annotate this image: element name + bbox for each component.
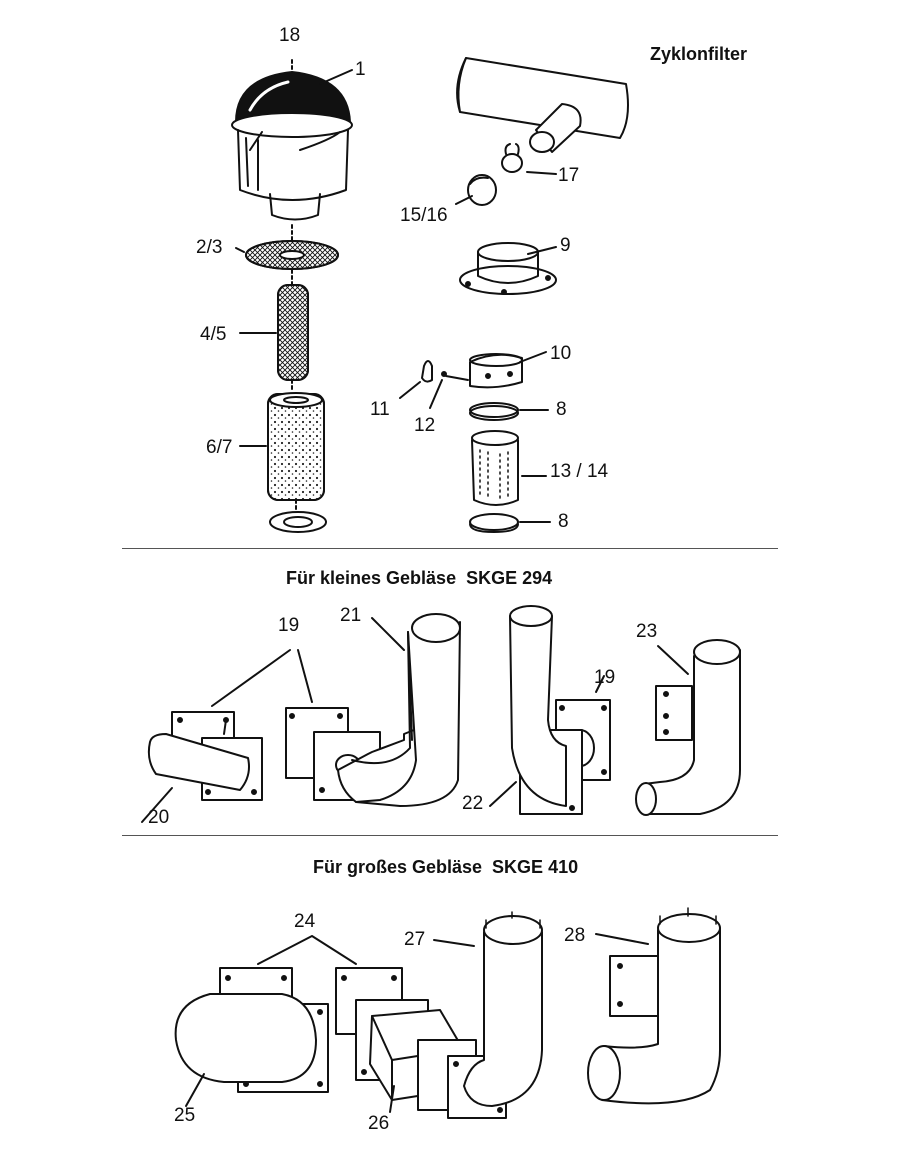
- screw-12: [441, 371, 469, 381]
- filter-screen: [245, 240, 339, 270]
- label-part-12: 12: [414, 415, 436, 436]
- label-part-11: 11: [370, 399, 390, 420]
- clamp-17: [501, 143, 523, 173]
- divider-bottom: [122, 835, 778, 836]
- pipe-stub: [529, 103, 582, 153]
- label-part-25: 25: [174, 1105, 196, 1126]
- label-part-13-14: 13 / 14: [550, 461, 609, 482]
- label-part-28: 28: [564, 925, 586, 946]
- flange-9: [459, 242, 557, 295]
- leader-26: [389, 1085, 395, 1113]
- label-part-8a: 8: [556, 399, 567, 420]
- plug-15-16: [467, 174, 497, 206]
- ring-8b: [469, 513, 519, 533]
- leader-20: [141, 787, 173, 823]
- leader-21: [371, 617, 405, 651]
- leader-2-3: [235, 247, 245, 253]
- main-pipe: [456, 57, 629, 139]
- adapter-25: [174, 967, 329, 1093]
- label-part-26: 26: [368, 1113, 390, 1134]
- leader-19a: [211, 649, 313, 707]
- diagram-title: Zyklonfilter: [650, 44, 748, 64]
- label-part-6-7: 6/7: [206, 437, 233, 458]
- leader-1: [319, 69, 353, 85]
- label-part-24: 24: [294, 911, 316, 932]
- label-part-8b: 8: [558, 511, 569, 532]
- filter-cap: [231, 71, 353, 221]
- filter-cartridge-mesh: [277, 284, 309, 381]
- adapter-20: [147, 711, 263, 801]
- section-large-title: Für großes Gebläse SKGE 410: [313, 857, 579, 877]
- label-part-18: 18: [279, 25, 301, 46]
- leader-28: [595, 933, 649, 945]
- leader-9: [527, 246, 557, 255]
- label-part-22: 22: [462, 793, 484, 814]
- divider-top: [122, 548, 778, 549]
- leader-19b: [595, 675, 605, 693]
- wing-nut-11: [421, 360, 433, 383]
- label-part-4-5: 4/5: [200, 324, 227, 345]
- ring-8a: [469, 402, 519, 421]
- label-part-27: 27: [404, 929, 426, 950]
- elbow-23: [635, 639, 741, 816]
- label-part-10: 10: [550, 343, 572, 364]
- leader-11: [399, 381, 421, 399]
- label-part-20: 20: [148, 807, 170, 828]
- label-part-19a: 19: [278, 615, 300, 636]
- filter-element: [267, 392, 325, 501]
- label-part-21: 21: [340, 605, 362, 626]
- leader-15-16: [455, 195, 473, 205]
- band-clamp-10: [469, 353, 523, 389]
- elbow-28: [587, 907, 721, 1105]
- label-part-15-16: 15/16: [400, 205, 448, 226]
- filter-gasket: [269, 511, 327, 533]
- leader-10: [519, 351, 547, 363]
- elbow-22: [509, 605, 611, 815]
- elbow-21: [285, 613, 461, 807]
- leader-12: [429, 379, 443, 409]
- elbow-27: [447, 911, 543, 1119]
- label-part-19b: 19: [594, 667, 616, 688]
- leader-17: [526, 171, 557, 175]
- label-part-2-3: 2/3: [196, 237, 223, 258]
- section-small-title: Für kleines Gebläse SKGE 294: [286, 568, 553, 588]
- label-part-23: 23: [636, 621, 658, 642]
- leader-23: [657, 645, 689, 675]
- leader-27: [433, 939, 475, 947]
- label-part-1: 1: [355, 59, 366, 80]
- label-part-9: 9: [560, 235, 571, 256]
- leader-22: [489, 781, 517, 807]
- leader-25: [185, 1073, 205, 1107]
- leader-24: [257, 935, 357, 965]
- tube-13-14: [471, 430, 519, 506]
- label-part-17: 17: [558, 165, 580, 186]
